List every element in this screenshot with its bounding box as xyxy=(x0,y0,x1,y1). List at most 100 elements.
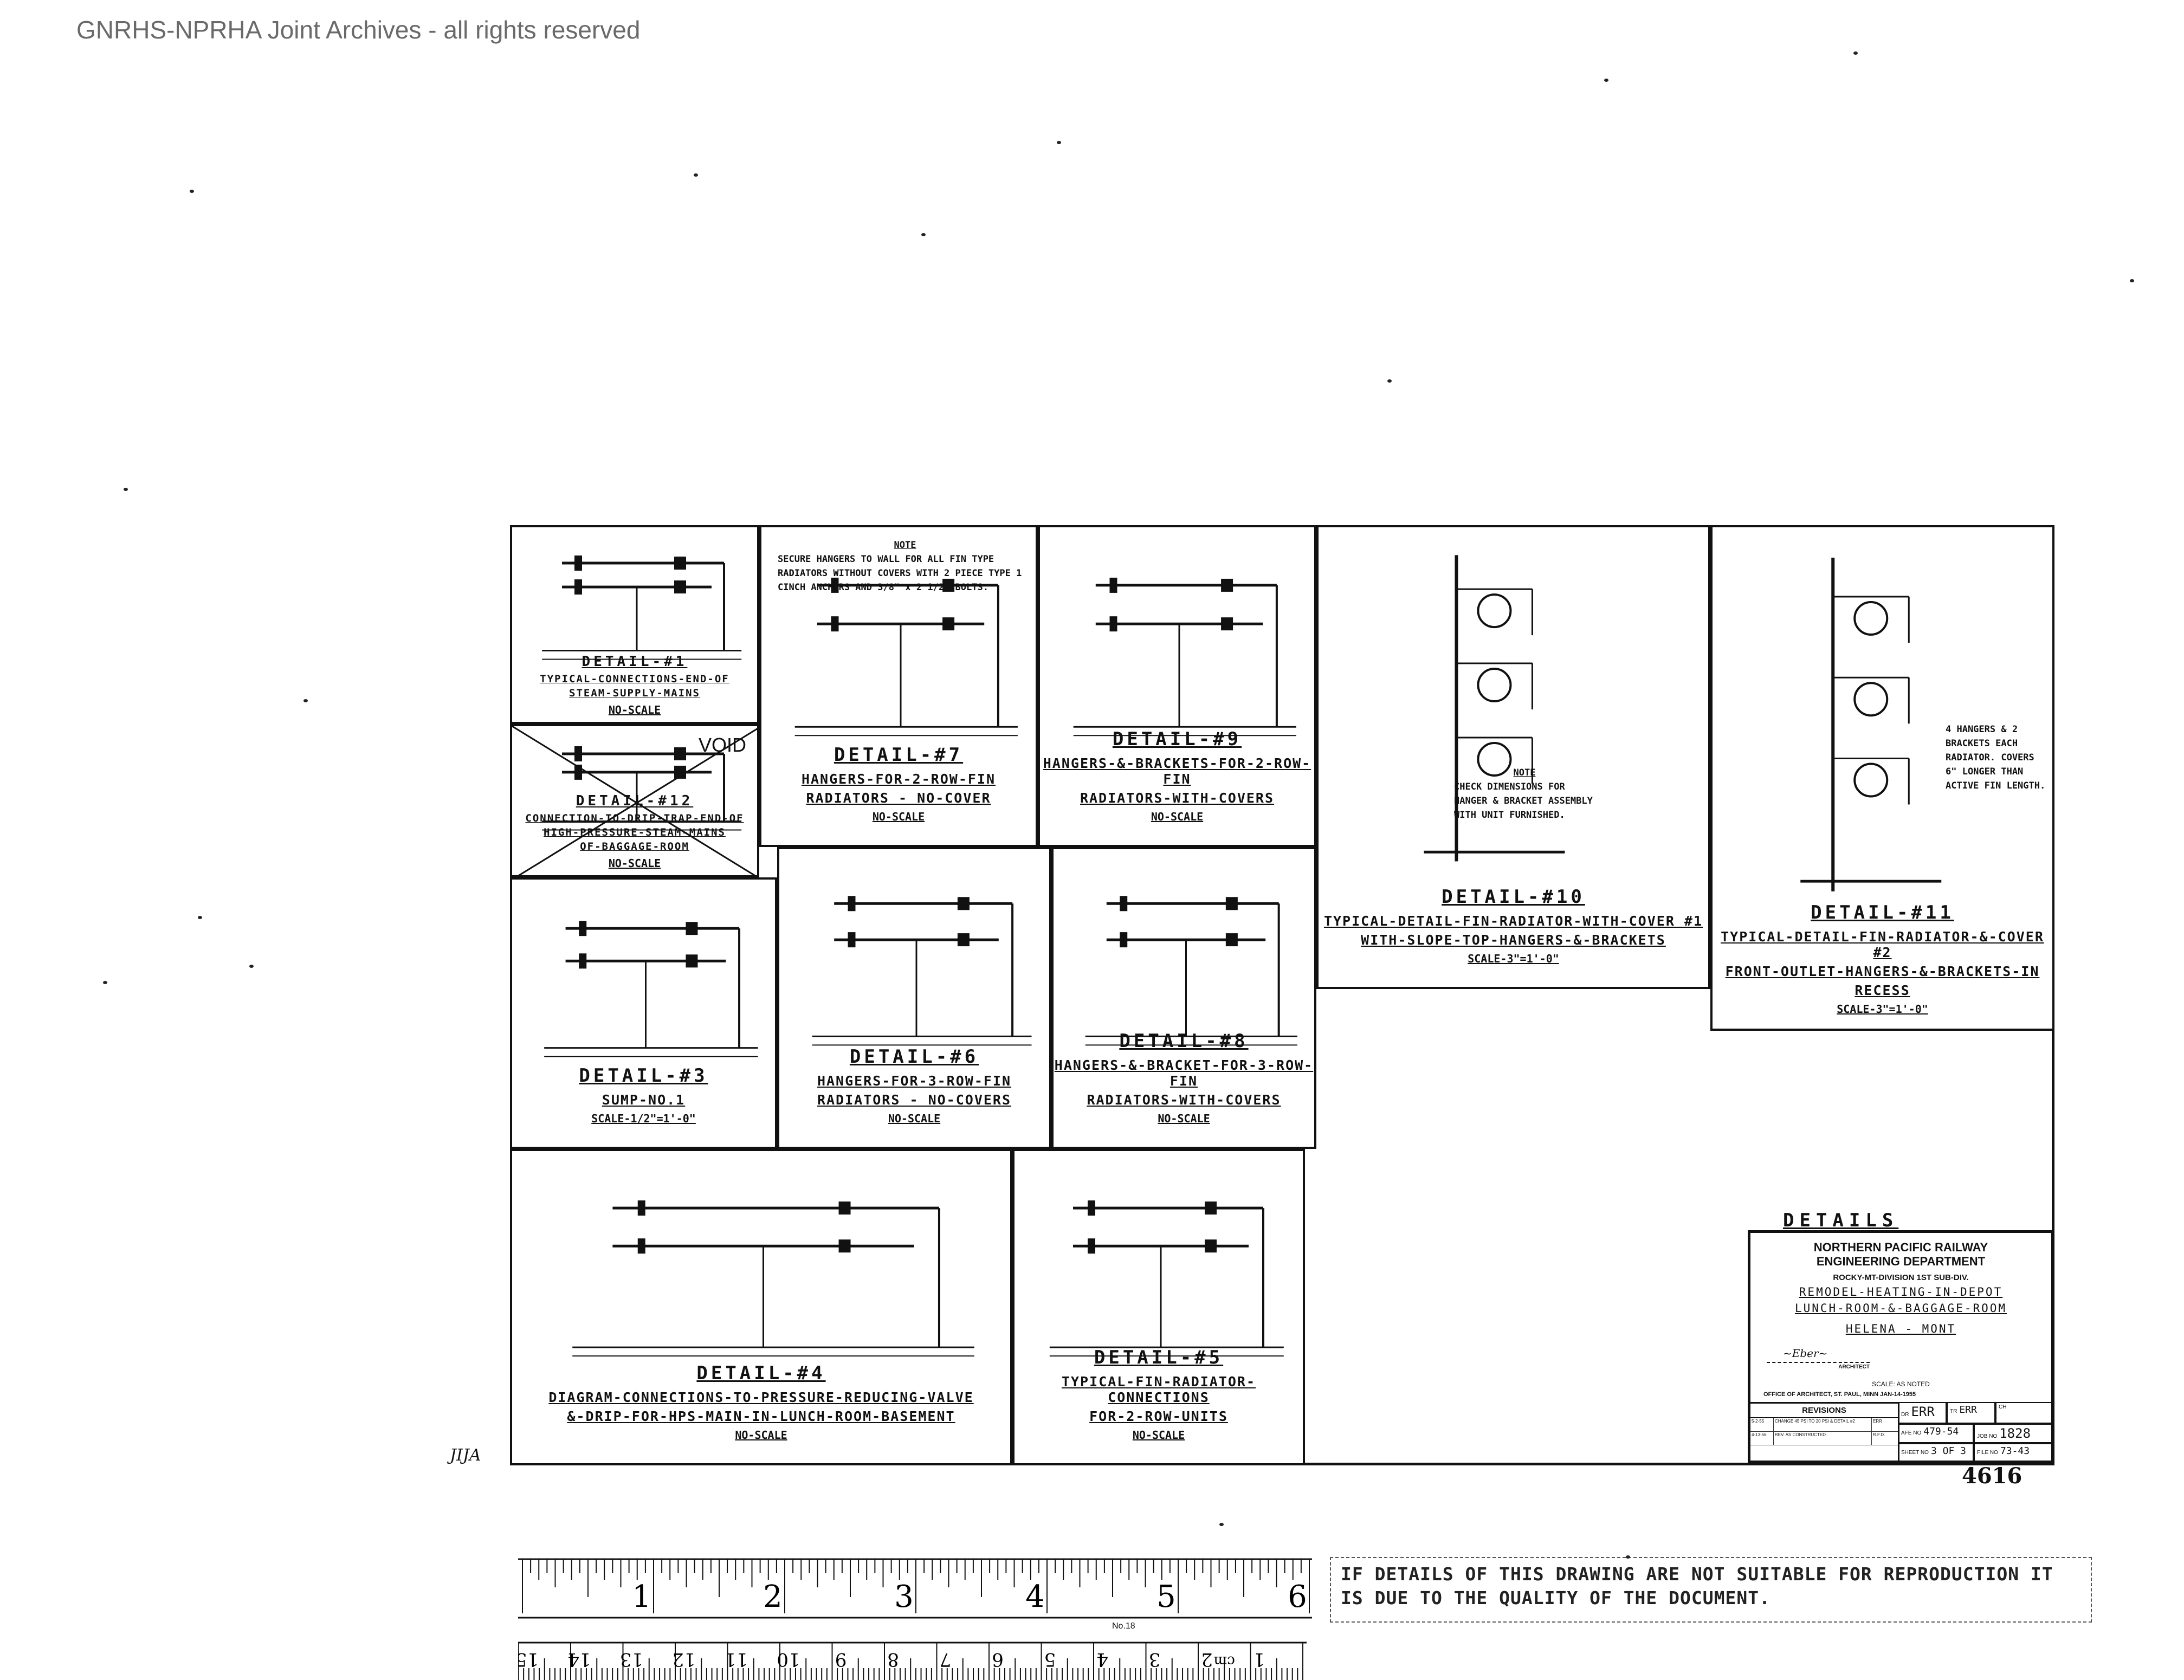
valve xyxy=(674,557,686,570)
detail-scale: SCALE-3"=1'-0" xyxy=(1468,952,1559,965)
cm-label: 2 xyxy=(1201,1649,1213,1670)
piping-sketch xyxy=(542,555,742,660)
piping-sketch xyxy=(512,726,757,875)
revision-by: R.F.D. xyxy=(1873,1432,1885,1437)
cm-label: 6 xyxy=(992,1649,1004,1670)
detail-title-line: TYPICAL-DETAIL-FIN-RADIATOR-WITH-COVER #… xyxy=(1323,913,1703,929)
job-label: JOB NO xyxy=(1977,1433,1998,1439)
piping-sketch xyxy=(572,1200,974,1357)
valve xyxy=(674,747,686,760)
scan-speck xyxy=(1853,51,1858,55)
scan-speck xyxy=(1387,379,1392,383)
reproduction-disclaimer: IF DETAILS OF THIS DRAWING ARE NOT SUITA… xyxy=(1330,1557,2092,1623)
detail-scale: NO-SCALE xyxy=(1158,1112,1210,1125)
detail-number: DETAIL-#9 xyxy=(1112,728,1242,750)
detail-title-line: WITH-SLOPE-TOP-HANGERS-&-BRACKETS xyxy=(1361,932,1666,948)
void-stamp: VOID xyxy=(698,734,746,756)
scan-speck xyxy=(103,981,107,984)
detail-note: 4 HANGERS & 2 BRACKETS EACH RADIATOR. CO… xyxy=(1946,722,2049,793)
valve xyxy=(957,933,970,947)
detail-title-line: FOR-2-ROW-UNITS xyxy=(1089,1408,1228,1424)
revision-by: ERR xyxy=(1873,1419,1882,1424)
detail-title-line: HANGERS-FOR-3-ROW-FIN xyxy=(817,1073,1012,1089)
inch-label: 3 xyxy=(894,1579,914,1614)
architect-signature: ~Eber~ xyxy=(1783,1347,1828,1360)
hanger xyxy=(1109,616,1117,632)
detail-scale: NO-SCALE xyxy=(872,810,925,823)
detail-title-line: CONNECTION-TO-DRIP-TRAP-END-OF xyxy=(525,812,744,824)
detail-number: DETAIL-#1 xyxy=(581,654,688,670)
detail-title-line: HANGERS-&-BRACKET-FOR-3-ROW-FIN xyxy=(1054,1057,1314,1089)
detail-number: DETAIL-#8 xyxy=(1119,1030,1249,1052)
detail-title-line: RADIATORS - NO-COVER xyxy=(806,790,991,806)
margin-handwritten-note: JIJA xyxy=(450,1446,481,1465)
handwritten-drawing-number: 4616 xyxy=(1962,1463,2023,1489)
ruler-maker-label: No.18 xyxy=(1112,1621,1135,1631)
cm-label: 9 xyxy=(835,1649,847,1670)
cm-label: 7 xyxy=(940,1649,952,1670)
piping-sketch xyxy=(1049,1200,1284,1357)
valve xyxy=(674,765,686,779)
revisions-heading: REVISIONS xyxy=(1750,1404,1898,1418)
detail-title-line: DIAGRAM-CONNECTIONS-TO-PRESSURE-REDUCING… xyxy=(548,1390,974,1405)
project-line-1: REMODEL-HEATING-IN-DEPOT xyxy=(1799,1285,2003,1298)
revision-description: REV. AS CONSTRUCTED xyxy=(1774,1432,1872,1445)
cm-label: 1 xyxy=(1253,1649,1265,1670)
hanger xyxy=(831,577,839,593)
detail-title-line: TYPICAL-FIN-RADIATOR-CONNECTIONS xyxy=(1061,1374,1256,1405)
centimeter-ruler: 123456789101112131415cm xyxy=(518,1639,1307,1680)
revision-date: 4-13-56 xyxy=(1750,1432,1774,1445)
hanger xyxy=(831,616,839,632)
file-label: FILE NO xyxy=(1977,1450,1998,1456)
detail-title-line: TYPICAL-CONNECTIONS-END-OF xyxy=(540,673,729,685)
scan-speck xyxy=(1219,1523,1224,1526)
file-value: 73-43 xyxy=(2000,1445,2030,1457)
cm-label: 14 xyxy=(567,1649,591,1670)
revision-row: 5-2-55 CHANGE 45 PSI TO 20 PSI & DETAIL … xyxy=(1750,1418,1898,1432)
drawing-scale: SCALE: AS NOTED xyxy=(1872,1380,1930,1388)
detail-scale: NO-SCALE xyxy=(1151,810,1204,823)
valve xyxy=(686,954,698,968)
checked-by-label: CH xyxy=(1999,1404,2007,1410)
piping-sketch xyxy=(794,577,1018,736)
inch-label: 5 xyxy=(1156,1579,1176,1614)
detail-scale: NO-SCALE xyxy=(608,857,661,870)
revision-date: 5-2-55 xyxy=(1750,1418,1774,1431)
scan-speck xyxy=(921,233,926,236)
drawn-by-value: ERR xyxy=(1911,1404,1935,1419)
detail-title-line: RADIATORS-WITH-COVERS xyxy=(1080,790,1275,806)
detail-number: DETAIL-#3 xyxy=(579,1065,708,1087)
hanger xyxy=(848,896,856,912)
cm-label: 12 xyxy=(672,1649,695,1670)
afe-value: 479-54 xyxy=(1923,1426,1959,1437)
cm-label: 3 xyxy=(1149,1649,1161,1670)
fin-radiator-section xyxy=(1853,763,1889,798)
fin-radiator-section xyxy=(1477,668,1512,703)
detail-title-line: HANGERS-&-BRACKETS-FOR-2-ROW-FIN xyxy=(1043,755,1311,787)
cm-unit-label: cm xyxy=(1214,1653,1235,1669)
afe-label: AFE NO xyxy=(1901,1430,1922,1436)
detail-title-line: SUMP-NO.1 xyxy=(602,1092,686,1108)
detail-title-line: RADIATORS - NO-COVERS xyxy=(817,1092,1012,1108)
valve xyxy=(674,580,686,594)
detail-title-line: STEAM-SUPPLY-MAINS xyxy=(569,687,700,699)
detail-scale: SCALE-1/2"=1'-0" xyxy=(591,1112,696,1125)
piping-sketch xyxy=(1073,577,1296,736)
hanger xyxy=(1120,896,1128,912)
revisions-table: REVISIONS 5-2-55 CHANGE 45 PSI TO 20 PSI… xyxy=(1750,1402,1899,1465)
cm-label: 15 xyxy=(518,1649,539,1670)
detail-number: DETAIL-#10 xyxy=(1442,886,1585,908)
detail-number: DETAIL-#5 xyxy=(1094,1347,1224,1368)
